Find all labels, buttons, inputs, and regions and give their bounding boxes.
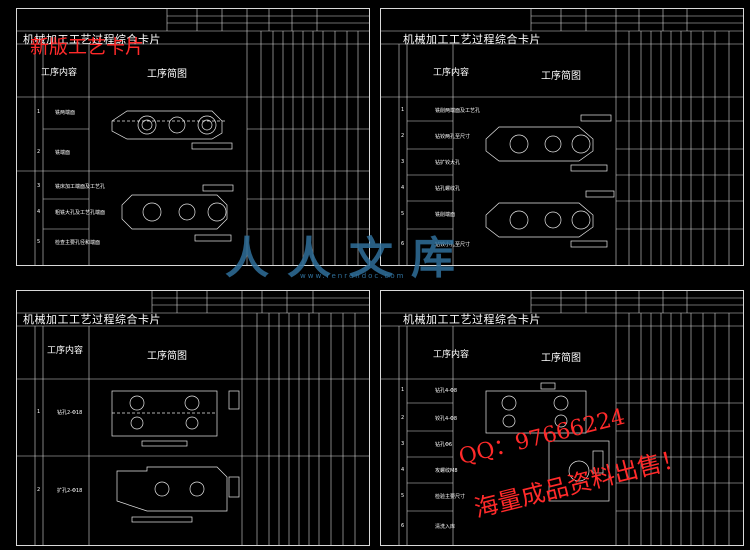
sheet-1-step-4: 粗铣大孔及工艺孔端面 — [55, 210, 106, 216]
sheet-3-content-header: 工序内容 — [47, 346, 84, 356]
sheet-2-title: 机械加工工艺过程综合卡片 — [403, 33, 541, 46]
sheet-2-op-6: 6 — [401, 241, 405, 247]
process-card-sheet-3: 机械加工工艺过程综合卡片 工序内容 工序简图 钻孔2-Φ18 扩孔2-Φ18 1… — [16, 290, 370, 546]
sheet-1-grid — [17, 9, 369, 265]
sheet-3-title: 机械加工工艺过程综合卡片 — [23, 313, 161, 326]
sheet-4-op-1: 1 — [401, 387, 405, 393]
sheet-2-content-header: 工序内容 — [433, 68, 470, 78]
sheet-1-content-header: 工序内容 — [41, 68, 78, 78]
sheet-4-content-header: 工序内容 — [433, 350, 470, 360]
process-card-sheet-2: 机械加工工艺过程综合卡片 工序内容 工序简图 铣削两端面及工艺孔 钻铰两孔至尺寸… — [380, 8, 744, 266]
sheet-1-diagram-header: 工序简图 — [147, 69, 187, 80]
sheet-4-op-3: 3 — [401, 441, 405, 447]
watermark-url: www.renrendoc.com — [300, 272, 406, 280]
sheet-1-op-3: 3 — [37, 183, 41, 189]
sheet-2-op-1: 1 — [401, 107, 405, 113]
sheet-2-step-6: 钻铰小孔至尺寸 — [435, 242, 471, 248]
sheet-3-step-1: 钻孔2-Φ18 — [57, 410, 83, 416]
sheet-4-title: 机械加工工艺过程综合卡片 — [403, 313, 541, 326]
promo-top-left-text: 新版工艺卡片 — [30, 36, 145, 58]
sheet-1-op-2: 2 — [37, 149, 41, 155]
sheet-1-step-2: 铣端面 — [55, 150, 71, 156]
sheet-4-op-5: 5 — [401, 493, 405, 499]
sheet-1-step-1: 铣两端面 — [55, 110, 76, 116]
sheet-4-grid — [381, 291, 743, 545]
sheet-2-op-2: 2 — [401, 133, 405, 139]
sheet-4-op-4: 4 — [401, 467, 405, 473]
sheet-2-step-4: 钻孔螺纹孔 — [435, 186, 461, 192]
sheet-3-op-1: 1 — [37, 409, 41, 415]
sheet-2-step-5: 铣削端面 — [435, 212, 456, 218]
sheet-3-op-2: 2 — [37, 487, 41, 493]
sheet-4-op-6: 6 — [401, 523, 405, 529]
process-card-sheet-4: 机械加工工艺过程综合卡片 工序内容 工序简图 钻孔4-Φ8 铰孔4-Φ8 钻孔Φ… — [380, 290, 744, 546]
sheet-1-step-3: 铣床加工端面及工艺孔 — [55, 184, 106, 190]
sheet-3-grid — [17, 291, 369, 545]
sheet-1-title: 机械加工工艺过程综合卡片 — [23, 33, 161, 46]
sheet-1-op-1: 1 — [37, 109, 41, 115]
watermark-logo-text: 人人文库 — [225, 233, 473, 284]
sheet-2-step-1: 铣削两端面及工艺孔 — [435, 108, 481, 114]
sheet-1-op-4: 4 — [37, 209, 41, 215]
sheet-2-op-4: 4 — [401, 185, 405, 191]
sheet-2-step-2: 钻铰两孔至尺寸 — [435, 134, 471, 140]
sheet-2-diagram-header: 工序简图 — [541, 71, 581, 82]
sheet-4-step-2: 铰孔4-Φ8 — [435, 416, 458, 422]
sheet-3-step-2: 扩孔2-Φ18 — [57, 488, 83, 494]
sheet-1-op-5: 5 — [37, 239, 41, 245]
sheet-2-step-3: 钻扩铰大孔 — [435, 160, 461, 166]
sheet-4-op-2: 2 — [401, 415, 405, 421]
sheet-4-step-5: 检验主要尺寸 — [435, 494, 466, 500]
sheet-4-diagram-header: 工序简图 — [541, 353, 581, 364]
sheet-4-step-4: 攻螺纹M8 — [435, 468, 458, 474]
sheet-2-op-3: 3 — [401, 159, 405, 165]
sheet-4-step-6: 清洗入库 — [435, 524, 456, 530]
process-card-sheet-1: 机械加工工艺过程综合卡片 工序内容 工序简图 铣两端面 铣端面 铣床加工端面及工… — [16, 8, 370, 266]
sheet-1-step-5: 检查主要孔径和端面 — [55, 240, 101, 246]
sheet-4-step-3: 钻孔Φ6 — [435, 442, 453, 448]
sheet-2-op-5: 5 — [401, 211, 405, 217]
sheet-4-step-1: 钻孔4-Φ8 — [435, 388, 458, 394]
sheet-2-grid — [381, 9, 743, 265]
sheet-3-diagram-header: 工序简图 — [147, 351, 187, 362]
